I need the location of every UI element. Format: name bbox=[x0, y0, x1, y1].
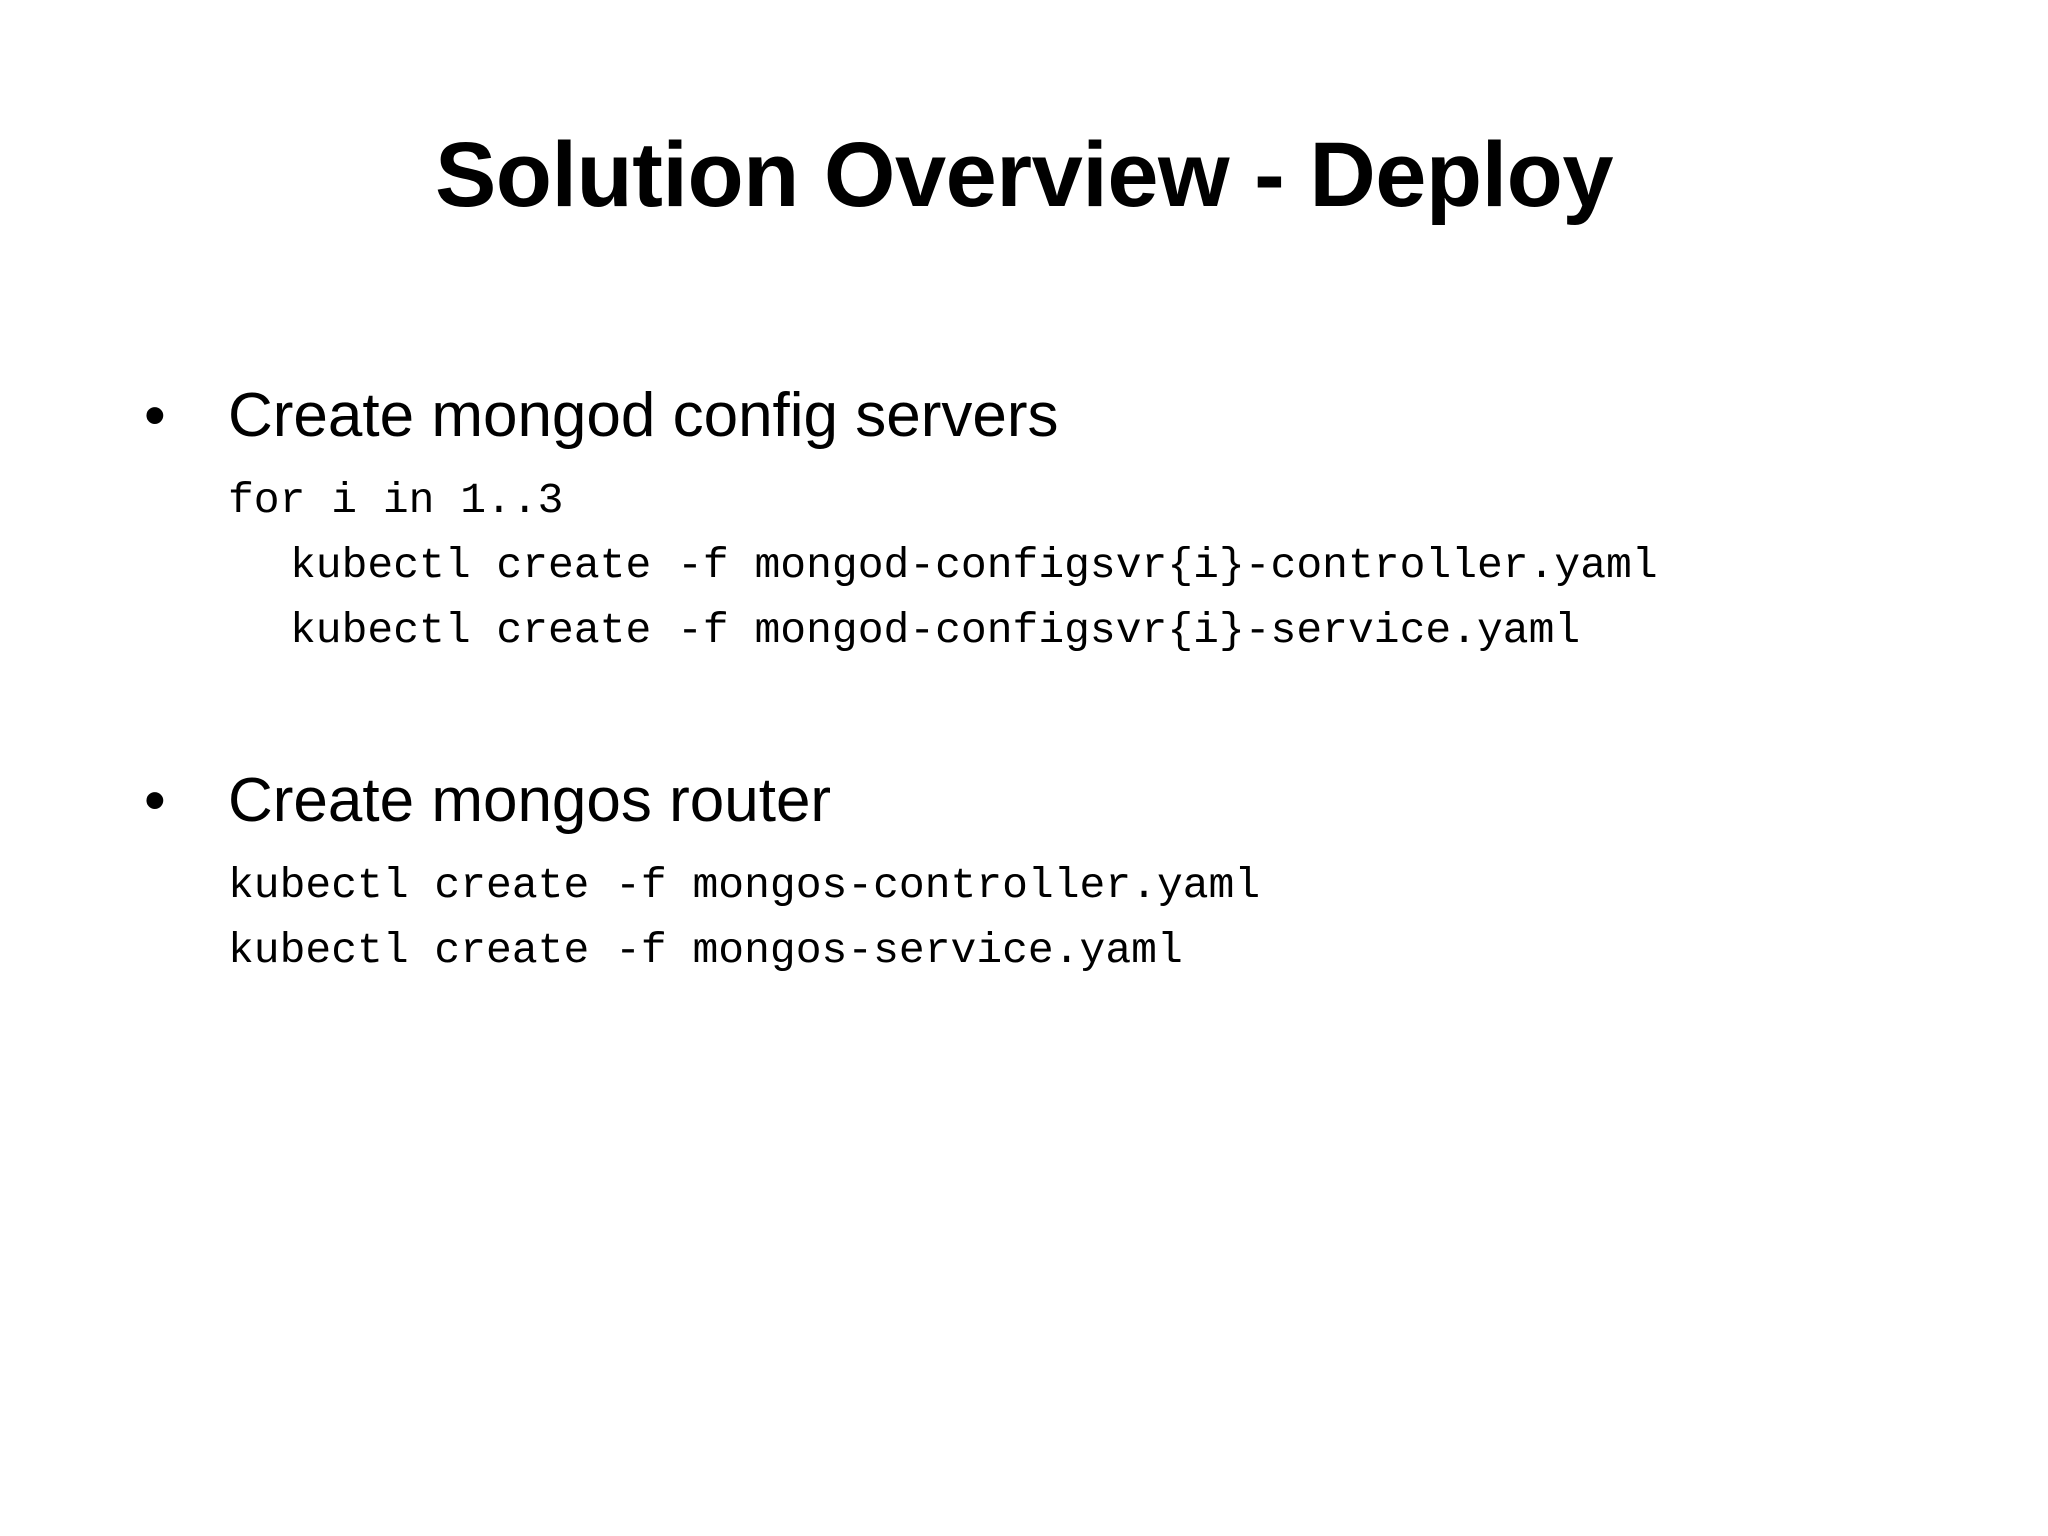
bullet-item-create-mongos-router: • Create mongos router bbox=[140, 763, 1940, 839]
code-block-2: kubectl create -f mongos-controller.yaml… bbox=[140, 853, 1940, 983]
code-line: kubectl create -f mongod-configsvr{i}-co… bbox=[290, 541, 1658, 590]
bullet-dot-icon: • bbox=[144, 766, 166, 835]
code-line: kubectl create -f mongod-configsvr{i}-se… bbox=[290, 606, 1581, 655]
bullet-label: Create mongod config servers bbox=[228, 381, 1059, 450]
page-title: Solution Overview - Deploy bbox=[434, 124, 1614, 226]
slide-body: • Create mongod config servers for i in … bbox=[140, 378, 1940, 983]
code-line: kubectl create -f mongos-controller.yaml bbox=[228, 861, 1261, 910]
code-block-1: for i in 1..3 kubectl create -f mongod-c… bbox=[140, 468, 1940, 663]
bullet-block-2: • Create mongos router kubectl create -f… bbox=[140, 763, 1940, 983]
code-line: for i in 1..3 bbox=[228, 476, 564, 525]
bullet-item-create-mongod-config-servers: • Create mongod config servers bbox=[140, 378, 1940, 454]
bullet-block-1: • Create mongod config servers for i in … bbox=[140, 378, 1940, 663]
bullet-label: Create mongos router bbox=[228, 766, 832, 835]
code-line: kubectl create -f mongos-service.yaml bbox=[228, 926, 1183, 975]
bullet-dot-icon: • bbox=[144, 381, 166, 450]
